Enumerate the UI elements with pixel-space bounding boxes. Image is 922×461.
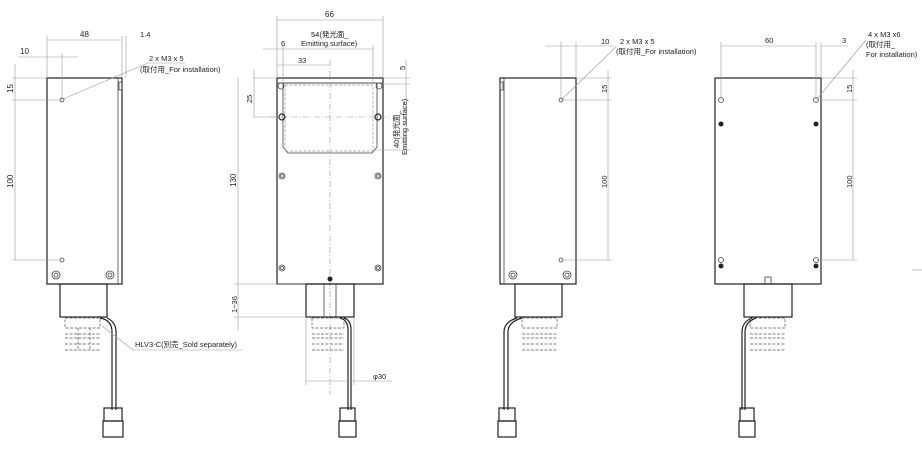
dim-top: 15 <box>845 85 854 93</box>
dim-offset: 10 <box>601 37 609 46</box>
mount-hole <box>718 257 724 263</box>
callout-screw: 4 x M3 x6 <box>868 30 901 39</box>
callout-purpose: (取付用_For installation) <box>140 64 221 74</box>
dim-emit-width-1: 54(発光面_ <box>311 29 349 39</box>
dim-width: 48 <box>80 30 89 39</box>
connector-dashed <box>311 317 345 351</box>
cable <box>99 317 117 410</box>
cable <box>339 317 352 410</box>
callout-screw: 2 x M3 x 5 <box>149 54 184 63</box>
dim-top: 5 <box>398 66 407 70</box>
dim-emit-width-2: Emitting surface) <box>301 39 358 48</box>
dim-screw: 25 <box>245 95 254 103</box>
neck <box>59 283 108 318</box>
dim-pitch: 100 <box>600 175 609 188</box>
connector-dashed <box>64 317 101 351</box>
connector-dashed <box>521 317 558 351</box>
cable <box>503 317 523 410</box>
body-outline <box>714 77 822 285</box>
neck <box>305 283 355 318</box>
callout-purpose: (取付用_ <box>866 39 896 49</box>
cable-connector <box>338 420 357 438</box>
callout-purpose-en: For installation) <box>866 50 918 59</box>
dim-pitch: 100 <box>6 174 15 188</box>
body-outline <box>46 77 123 285</box>
body-outline <box>499 77 577 285</box>
cable-connector <box>102 420 124 438</box>
callout-screw: 2 x M3 x 5 <box>620 37 655 46</box>
dim-diameter: φ30 <box>373 372 386 381</box>
front-view: 66 54(発光面_ Emitting surface) 6 33 5 40(発… <box>229 10 410 438</box>
callout-purpose: (取付用_For installation) <box>616 46 697 56</box>
dim-center: 33 <box>298 56 306 65</box>
dim-neck: 1~36 <box>230 296 239 313</box>
cable-label: HLV3-C(別売_Sold separately) <box>135 339 237 349</box>
dim-top: 15 <box>6 84 15 93</box>
dim-pitch: 100 <box>845 175 854 188</box>
neck <box>514 283 563 318</box>
dim-height: 130 <box>229 173 238 187</box>
dim-width: 60 <box>765 36 773 45</box>
dim-top: 15 <box>600 85 609 93</box>
neck <box>743 283 793 318</box>
dim-edge: 1.4 <box>140 30 150 39</box>
dim-edge: 3 <box>842 36 846 45</box>
dim-offset: 6 <box>281 39 285 48</box>
cable-connector <box>497 420 517 438</box>
side-view-right: 10 2 x M3 x 5 (取付用_For installation) 15 … <box>497 37 697 438</box>
emitting-window <box>282 82 378 154</box>
cable <box>741 317 757 410</box>
connector-dashed <box>749 317 786 351</box>
cable-connector <box>738 420 756 438</box>
dim-emit-height-1: 40(発光面_ <box>391 110 401 148</box>
dim-offset: 10 <box>20 47 29 56</box>
side-view-left: 48 1.4 10 15 100 2 x M3 x 5 (取付用_For ins… <box>6 30 242 438</box>
back-view: 60 3 4 x M3 x6 (取付用_ For installation) 1… <box>714 30 922 438</box>
dim-width: 66 <box>325 10 334 19</box>
dim-emit-height-2: Emitting surface) <box>400 98 409 155</box>
